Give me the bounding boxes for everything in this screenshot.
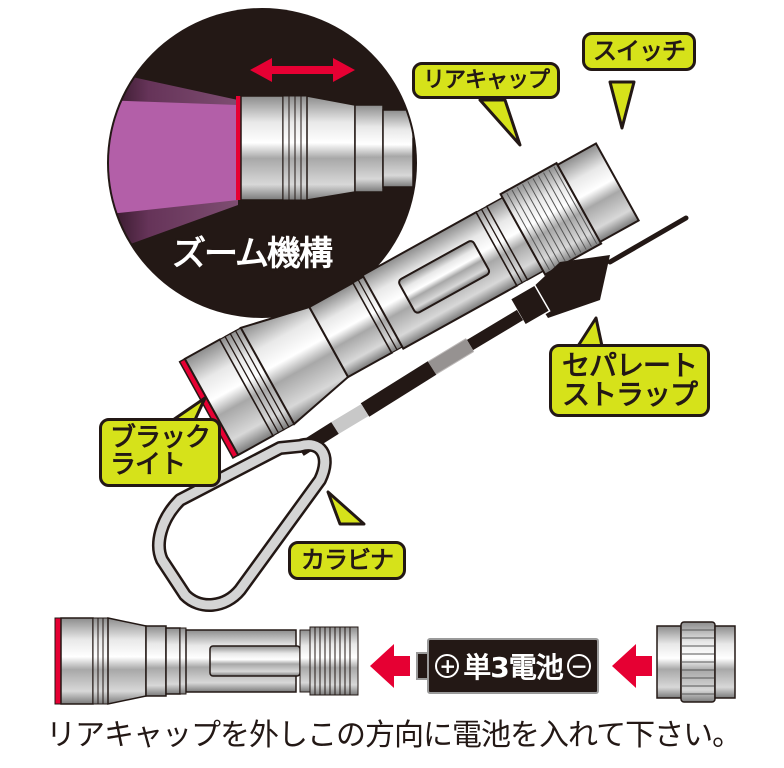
minus-terminal-icon: − [566,654,591,678]
callout-tails [168,80,636,526]
double-arrow-icon [250,58,355,82]
callout-rear-cap: リアキャップ [412,62,561,100]
left-arrow-icon [370,644,410,688]
callout-switch: スイッチ [582,32,696,72]
battery-instruction: リアキャップを外しこの方向に電池を入れて下さい。 [46,718,742,753]
battery-positive-tip [416,652,428,680]
left-arrow-icon [612,644,652,688]
flashlight-body-disassembled [54,617,359,705]
rear-cap-separated [656,621,736,703]
flashlight-main [178,142,641,459]
aa-battery: + 単3電池 − [427,638,599,694]
plus-terminal-icon: + [435,654,460,678]
zoom-mechanism-label: ズーム機構 [172,234,333,274]
callout-carabiner: カラビナ [288,541,406,581]
callout-separate-strap-line1: セパレート [562,349,698,382]
callout-black-light: ブラック ライト [99,418,222,487]
callout-carabiner-text: カラビナ [301,546,394,574]
callout-black-light-line2: ライト [110,450,186,481]
zoom-inset [107,8,417,318]
callout-separate-strap-line2: ストラップ [562,378,698,412]
callout-switch-text: スイッチ [593,37,686,65]
callout-separate-strap: セパレート ストラップ [549,344,711,417]
carabiner [152,437,332,612]
callout-rear-cap-text: リアキャップ [423,68,550,93]
callout-black-light-line1: ブラック [110,423,211,453]
battery-label: 単3電池 [463,651,563,684]
